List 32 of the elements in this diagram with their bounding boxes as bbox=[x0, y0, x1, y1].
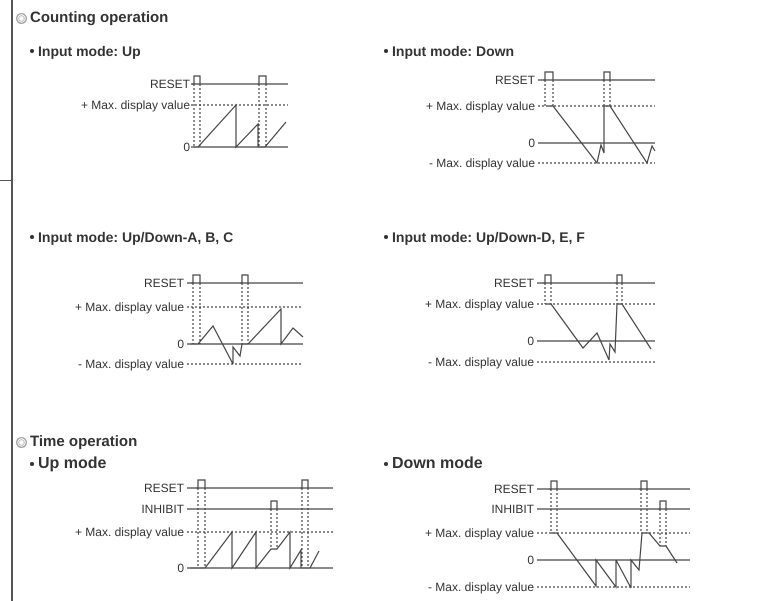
axis-label: + Max. display value bbox=[74, 300, 184, 314]
axis-label: RESET bbox=[144, 276, 184, 290]
axis-label: 0 bbox=[177, 337, 184, 351]
mode-heading: Input mode: Up/Down-D, E, F bbox=[392, 228, 585, 247]
axis-label: RESET bbox=[150, 77, 190, 91]
axis-label: 0 bbox=[177, 561, 184, 575]
axis-label: + Max. display value bbox=[424, 297, 534, 311]
mode-heading: Input mode: Up/Down-A, B, C bbox=[38, 228, 234, 247]
axis-label: + Max. display value bbox=[80, 98, 190, 112]
axis-label: - Max. display value bbox=[78, 357, 184, 371]
mode-heading: Down mode bbox=[392, 454, 483, 474]
axis-label: - Max. display value bbox=[428, 355, 534, 369]
axis-label: RESET bbox=[494, 276, 534, 290]
axis-label: 0 bbox=[527, 334, 534, 348]
axis-label: + Max. display value bbox=[426, 99, 535, 113]
axis-label: - Max. display value bbox=[428, 156, 535, 170]
axis-label: 0 bbox=[528, 136, 535, 150]
mode-heading: Input mode: Up bbox=[38, 42, 141, 61]
axis-label: 0 bbox=[527, 553, 534, 567]
axis-label: RESET bbox=[494, 482, 534, 496]
mode-heading: Input mode: Down bbox=[392, 42, 514, 61]
axis-label: 0 bbox=[183, 140, 190, 154]
axis-label: INHIBIT bbox=[491, 502, 534, 516]
axis-label: RESET bbox=[494, 73, 535, 87]
axis-label: RESET bbox=[144, 481, 184, 495]
section-heading: Counting operation bbox=[30, 8, 168, 28]
axis-label: + Max. display value bbox=[424, 526, 534, 540]
mode-heading: Up mode bbox=[38, 454, 106, 474]
section-heading: Time operation bbox=[30, 432, 138, 452]
axis-label: INHIBIT bbox=[141, 502, 184, 516]
axis-label: + Max. display value bbox=[74, 525, 184, 539]
axis-label: - Max. display value bbox=[428, 580, 534, 594]
